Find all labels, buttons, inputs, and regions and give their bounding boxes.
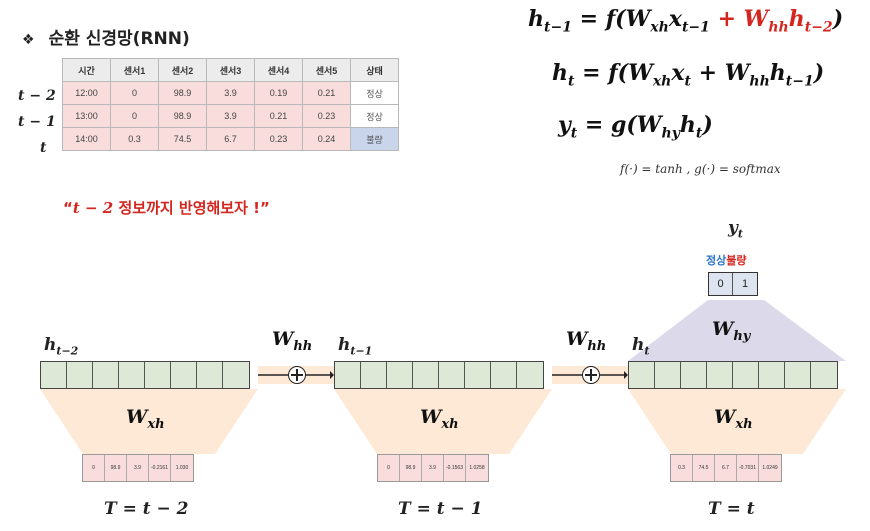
table-cell: 0.23	[302, 104, 351, 128]
table-cell: 0.19	[254, 81, 303, 105]
header-state: 상태	[350, 58, 399, 82]
header-sensor1: 센서1	[110, 58, 159, 82]
table-cell: 0.21	[302, 81, 351, 105]
table-header-row: 시간 센서1 센서2 센서3 센서4 센서5 상태	[62, 58, 399, 82]
output-cell: 1	[741, 278, 749, 290]
output-classes: 정상불량	[706, 252, 747, 268]
hidden-label-t-minus-2: ht−2	[44, 335, 79, 358]
input-cell: -0.7031	[737, 455, 759, 481]
row-label-t-minus-2: t − 2	[18, 88, 56, 104]
input-vector-t-minus-2: 0 98.9 3.9 -0.2161 1.030	[82, 454, 194, 482]
red-quote: “t − 2 정보까지 반영해보자 !”	[63, 199, 270, 217]
diamond-bullet-icon: ❖	[22, 32, 35, 48]
input-cell: 0	[83, 455, 105, 481]
class-bad: 불량	[726, 254, 747, 267]
input-cell: -0.1563	[444, 455, 466, 481]
hidden-vector-t-minus-1	[334, 361, 544, 389]
row-label-t-minus-1: t − 1	[18, 114, 56, 130]
activation-functions: f(·) = tanh , g(·) = softmax	[620, 162, 781, 176]
wxh-label-3: Wxh	[714, 406, 753, 432]
why-trapezoid	[628, 300, 846, 361]
state-cell: 정상	[350, 104, 399, 128]
table-cell: 12:00	[62, 81, 111, 105]
hidden-vector-t	[628, 361, 838, 389]
header-sensor3: 센서3	[206, 58, 255, 82]
input-cell: 1.030	[175, 465, 189, 471]
input-vector-t-minus-1: 0 98.9 3.9 -0.1563 1.0258	[377, 454, 489, 482]
header-time: 시간	[62, 58, 111, 82]
table-cell: 0.23	[254, 127, 303, 151]
state-cell-bad: 불량	[350, 127, 399, 151]
table-cell: 98.9	[158, 81, 207, 105]
class-normal: 정상	[706, 254, 727, 267]
table-cell: 6.7	[206, 127, 255, 151]
input-cell: 0	[378, 455, 400, 481]
add-operator-icon	[582, 366, 600, 384]
input-cell: 74.5	[693, 455, 715, 481]
time-label-t: T = t	[708, 499, 755, 519]
whh-label-1: Whh	[272, 328, 313, 354]
equation-h-t-minus-1: ht−1 = f(Wxhxt−1 + Whhht−2)	[528, 6, 844, 36]
equation-h-t: ht = f(Wxhxt + Whhht−1)	[552, 60, 825, 90]
wxh-trapezoid-2	[334, 389, 552, 454]
input-cell: 0.3	[671, 455, 693, 481]
quote-math: t − 2	[72, 199, 114, 217]
hidden-label-t: ht	[632, 335, 650, 358]
time-label-t-minus-2: T = t − 2	[104, 499, 189, 519]
table-cell: 74.5	[158, 127, 207, 151]
table-row: 13:00 0 98.9 3.9 0.21 0.23 정상	[62, 104, 399, 128]
table-cell: 3.9	[206, 104, 255, 128]
sensor-table: 시간 센서1 센서2 센서3 센서4 센서5 상태 12:00 0 98.9 3…	[62, 58, 399, 151]
section-title: ❖ 순환 신경망(RNN)	[22, 24, 190, 49]
add-operator-icon	[288, 366, 306, 384]
equation-y-t: yt = g(Whyht)	[558, 112, 713, 142]
whh-label-2: Whh	[566, 328, 607, 354]
hidden-vector-t-minus-2	[40, 361, 250, 389]
quote-text: 정보까지 반영해보자 !”	[113, 199, 270, 217]
input-cell: 98.9	[400, 455, 422, 481]
arrow-head-1	[330, 371, 334, 379]
table-row: 14:00 0.3 74.5 6.7 0.23 0.24 불량	[62, 127, 399, 151]
input-cell: 6.7	[715, 455, 737, 481]
section-title-text: 순환 신경망(RNN)	[48, 29, 190, 49]
time-label-t-minus-1: T = t − 1	[398, 499, 483, 519]
wxh-trapezoid-3	[628, 389, 846, 454]
input-cell: -0.2161	[149, 455, 171, 481]
header-sensor4: 센서4	[254, 58, 303, 82]
hidden-label-t-minus-1: ht−1	[338, 335, 373, 358]
output-cell: 0	[709, 273, 733, 295]
input-cell: 3.9	[127, 455, 149, 481]
arrow-head-2	[624, 371, 628, 379]
input-cell: 98.9	[105, 455, 127, 481]
input-vector-t: 0.3 74.5 6.7 -0.7031 1.0249	[670, 454, 782, 482]
table-cell: 0.24	[302, 127, 351, 151]
output-label: yt	[728, 218, 743, 241]
row-label-t: t	[40, 140, 47, 156]
wxh-label-2: Wxh	[420, 406, 459, 432]
why-label: Why	[712, 318, 751, 344]
input-cell: 3.9	[422, 455, 444, 481]
wxh-label-1: Wxh	[126, 406, 165, 432]
output-vector: 0 1	[708, 272, 758, 296]
input-cell: 1.0249	[762, 465, 778, 471]
wxh-trapezoid-1	[40, 389, 258, 454]
input-cell: 1.0258	[469, 465, 485, 471]
